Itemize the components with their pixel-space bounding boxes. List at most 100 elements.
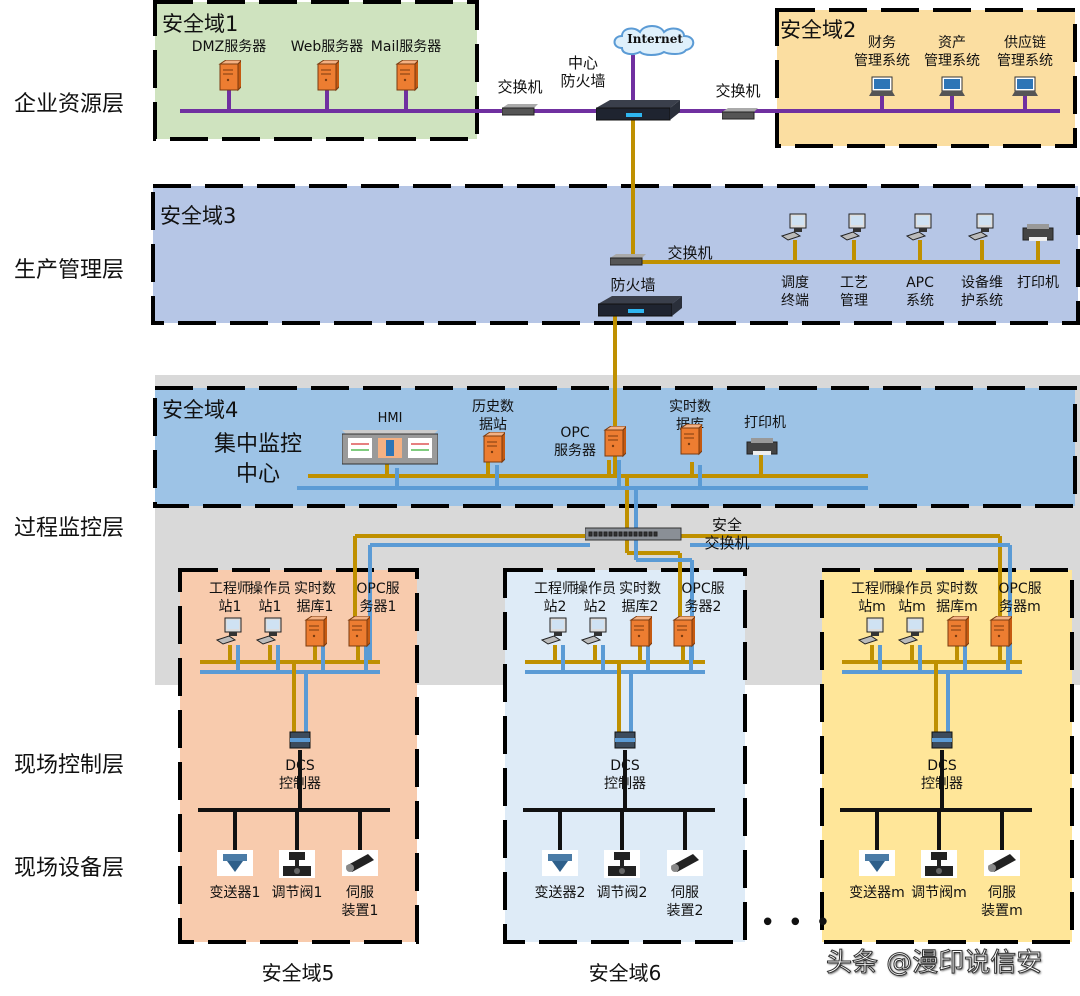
pc-icon xyxy=(780,213,807,241)
firewall-icon xyxy=(598,296,682,317)
z5-controller-label: DCS 控制器 xyxy=(279,758,321,792)
pc-icon xyxy=(905,213,932,241)
layer-label-enterprise: 企业资源层 xyxy=(14,92,125,117)
laptop-icon xyxy=(939,76,965,96)
z6-station-label: 实时数 据库2 xyxy=(619,581,661,615)
server-icon xyxy=(347,616,370,648)
valve-icon xyxy=(604,850,640,878)
z5-station-label: OPC服 务器1 xyxy=(356,581,400,615)
laptop-icon xyxy=(1012,76,1038,96)
z5-station-label: 实时数 据库1 xyxy=(294,581,336,615)
zone3-firewall-label: 防火墙 xyxy=(610,276,656,294)
zone-5-border xyxy=(178,568,419,944)
zone-1-title: 安全域1 xyxy=(162,12,239,36)
switch-icon xyxy=(722,108,758,120)
zone3-device-label: 设备维 护系统 xyxy=(961,275,1003,309)
zone3-switch-label: 交换机 xyxy=(667,244,713,262)
zone2-device-label: 供应链 管理系统 xyxy=(997,35,1053,69)
valve-icon xyxy=(279,850,315,878)
zm-station-label: 实时数 据库m xyxy=(936,581,978,615)
zone3-device-label: 工艺 管理 xyxy=(840,275,868,309)
z6-field-label: 调节阀2 xyxy=(596,885,648,901)
secure-switch-icon xyxy=(585,527,682,541)
zone3-device-label: 调度 终端 xyxy=(781,275,809,309)
server-icon xyxy=(316,60,339,92)
z6-station-label: 工程师 站2 xyxy=(534,581,576,615)
server-icon xyxy=(603,426,626,458)
printer-label: 打印机 xyxy=(744,415,786,431)
valve-icon xyxy=(921,850,957,878)
z6-field-label: 伺服 装置2 xyxy=(666,885,704,919)
firewall-icon xyxy=(596,100,680,121)
transmitter-icon xyxy=(542,850,578,876)
zone-4-title: 安全域4 xyxy=(162,398,239,422)
transmitter-icon xyxy=(859,850,895,876)
z6-station-label: 操作员 站2 xyxy=(574,581,616,615)
pc-icon xyxy=(540,617,567,645)
layer-label-field-control: 现场控制层 xyxy=(14,753,125,778)
cloud-icon xyxy=(613,25,695,56)
layer-label-field-device: 现场设备层 xyxy=(14,856,125,881)
dcs-controller-icon xyxy=(931,731,953,749)
zone3-device-label: APC 系统 xyxy=(906,275,934,309)
zone-m-border xyxy=(820,568,1074,944)
z5-field-label: 调节阀1 xyxy=(271,885,323,901)
zm-field-label: 伺服 装置m xyxy=(981,885,1023,919)
server-icon xyxy=(989,616,1012,648)
zm-station-label: OPC服 务器m xyxy=(998,581,1042,615)
zone2-device-label: 资产 管理系统 xyxy=(924,35,980,69)
z5-station-label: 操作员 站1 xyxy=(249,581,291,615)
servo-icon xyxy=(984,850,1020,876)
z6-station-label: OPC服 务器2 xyxy=(681,581,725,615)
z5-station-label: 工程师 站1 xyxy=(209,581,251,615)
zone-2-border xyxy=(775,8,1077,148)
secure-switch-label: 安全 交换机 xyxy=(704,516,750,552)
z5-field-label: 变送器1 xyxy=(209,885,261,901)
zm-field-label: 变送器m xyxy=(849,885,905,901)
pc-icon xyxy=(967,213,994,241)
transmitter-icon xyxy=(217,850,253,876)
layer-label-production: 生产管理层 xyxy=(14,258,125,283)
server-icon xyxy=(304,616,327,648)
switch-right-label: 交换机 xyxy=(715,82,761,100)
zone-2-title: 安全域2 xyxy=(780,18,857,42)
laptop-icon xyxy=(869,76,895,96)
switch-icon xyxy=(502,104,538,116)
dcs-controller-icon xyxy=(289,731,311,749)
historian-label: 历史数 据站 xyxy=(472,399,514,433)
layer-label-process: 过程监控层 xyxy=(14,516,125,541)
zone-m xyxy=(822,570,1072,942)
hmi-label: HMI xyxy=(377,411,403,426)
switch-icon xyxy=(610,254,646,266)
zone-1-border xyxy=(153,0,479,141)
zone3-device-label: 打印机 xyxy=(1017,275,1059,291)
zm-station-label: 工程师 站m xyxy=(851,581,893,615)
zone-6-border xyxy=(503,568,747,944)
server-icon xyxy=(629,616,652,648)
monitoring-center-label: 集中监控 中心 xyxy=(213,432,302,487)
z5-field-label: 伺服 装置1 xyxy=(341,885,379,919)
zone1-device-label: DMZ服务器 xyxy=(191,39,267,55)
server-icon xyxy=(672,616,695,648)
pc-icon xyxy=(580,617,607,645)
zone-3-title: 安全域3 xyxy=(160,204,237,228)
zm-station-label: 操作员 站m xyxy=(891,581,933,615)
ellipsis: • • • xyxy=(760,908,833,938)
internet-cloud: Internet xyxy=(612,24,698,56)
pc-icon xyxy=(897,617,924,645)
zm-controller-label: DCS 控制器 xyxy=(921,758,963,792)
switch-left-label: 交换机 xyxy=(497,78,543,96)
zone-5-title: 安全域5 xyxy=(261,961,335,985)
server-icon xyxy=(395,60,418,92)
zone2-device-label: 财务 管理系统 xyxy=(854,35,910,69)
pc-icon xyxy=(857,617,884,645)
printer-icon xyxy=(1022,224,1054,241)
servo-icon xyxy=(667,850,703,876)
pc-icon xyxy=(215,617,242,645)
zm-field-label: 调节阀m xyxy=(911,885,967,901)
server-icon xyxy=(218,60,241,92)
z6-controller-label: DCS 控制器 xyxy=(604,758,646,792)
server-icon xyxy=(679,424,702,456)
opc-server-label: OPC 服务器 xyxy=(554,425,596,459)
